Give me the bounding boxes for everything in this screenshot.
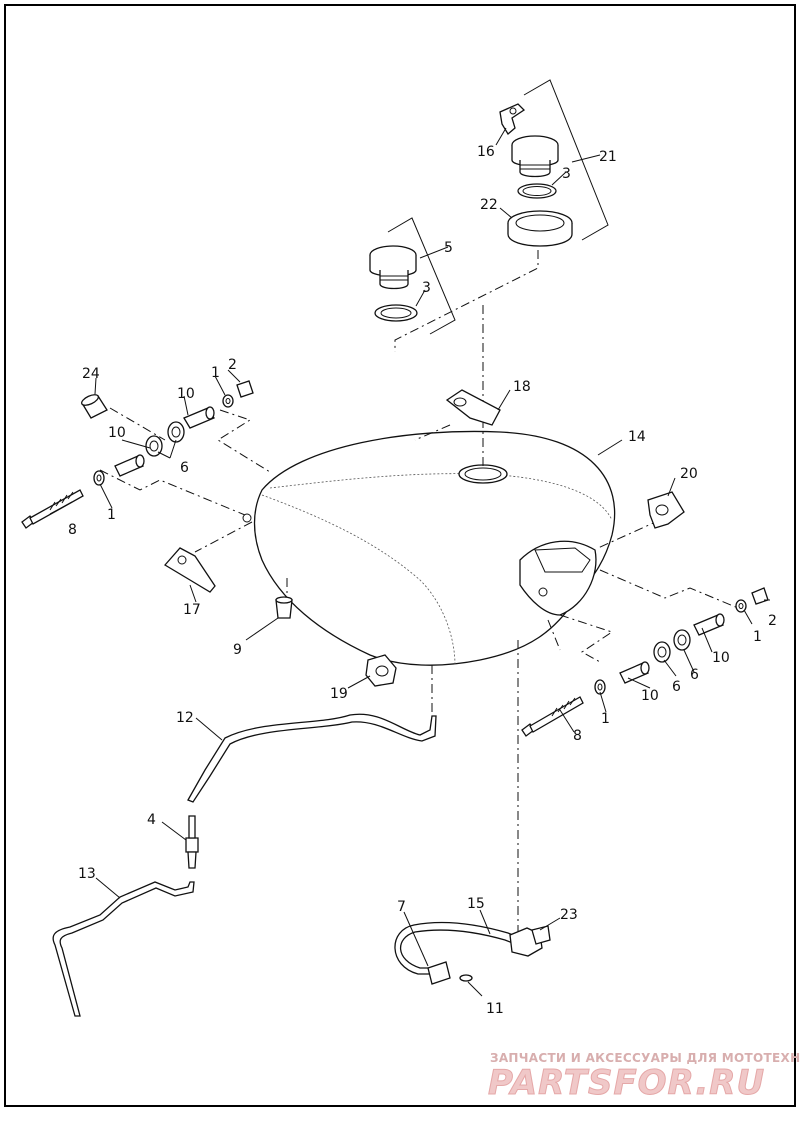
mount-brackets	[163, 389, 685, 687]
callout-11: 11	[486, 1001, 504, 1017]
callout-13: 13	[78, 866, 96, 882]
callout-3-top: 3	[562, 166, 571, 182]
leader-lines	[49, 127, 770, 997]
callout-21: 21	[599, 149, 617, 165]
callout-7: 7	[397, 899, 406, 915]
alignment-lines	[99, 250, 739, 935]
vented-cap-assembly	[499, 79, 609, 247]
callout-23: 23	[560, 907, 578, 923]
callout-4: 4	[147, 812, 156, 828]
callout-3-left: 3	[422, 280, 431, 296]
callout-10-right-bottom: 10	[641, 688, 659, 704]
callout-6-left: 6	[180, 460, 189, 476]
callout-10-left-top: 10	[177, 386, 195, 402]
callout-2-left: 2	[228, 357, 237, 373]
callout-1-right-bottom: 1	[601, 711, 610, 727]
callout-5: 5	[444, 240, 453, 256]
right-mount-hardware	[521, 587, 769, 737]
callout-labels: 16 21 3 22 5 3 24 2 1 10 10 6 1 8 18 14 …	[68, 144, 777, 1017]
left-mount-hardware	[21, 380, 254, 529]
fuel-cap	[369, 217, 456, 335]
callout-1-left-top: 1	[211, 365, 220, 381]
callout-2-right: 2	[768, 613, 777, 629]
callout-10-left-bottom: 10	[108, 425, 126, 441]
callout-8-right: 8	[573, 728, 582, 744]
callout-6-right-b: 6	[672, 679, 681, 695]
watermark-tagline: ЗАПЧАСТИ И АКСЕССУАРЫ ДЛЯ МОТОТЕХНИКИ	[490, 1051, 800, 1065]
callout-22: 22	[480, 197, 498, 213]
callout-18: 18	[513, 379, 531, 395]
callout-10-right-top: 10	[712, 650, 730, 666]
fuel-lines	[52, 713, 551, 1017]
watermark: ЗАПЧАСТИ И АКСЕССУАРЫ ДЛЯ МОТОТЕХНИКИ PA…	[488, 1051, 800, 1104]
callout-6-right-a: 6	[690, 667, 699, 683]
callout-8-left: 8	[68, 522, 77, 538]
callout-24: 24	[82, 366, 100, 382]
callout-19: 19	[330, 686, 348, 702]
callout-16: 16	[477, 144, 495, 160]
callout-15: 15	[467, 896, 485, 912]
callout-9: 9	[233, 642, 242, 658]
diagram-frame	[4, 4, 796, 1107]
callout-20: 20	[680, 466, 698, 482]
callout-12: 12	[176, 710, 194, 726]
callout-14: 14	[628, 429, 646, 445]
callout-17: 17	[183, 602, 201, 618]
fuel-tank	[242, 430, 616, 666]
watermark-brand: PARTSFOR.RU	[488, 1063, 765, 1103]
callout-1-right-top: 1	[753, 629, 762, 645]
callout-1-left-bottom: 1	[107, 507, 116, 523]
